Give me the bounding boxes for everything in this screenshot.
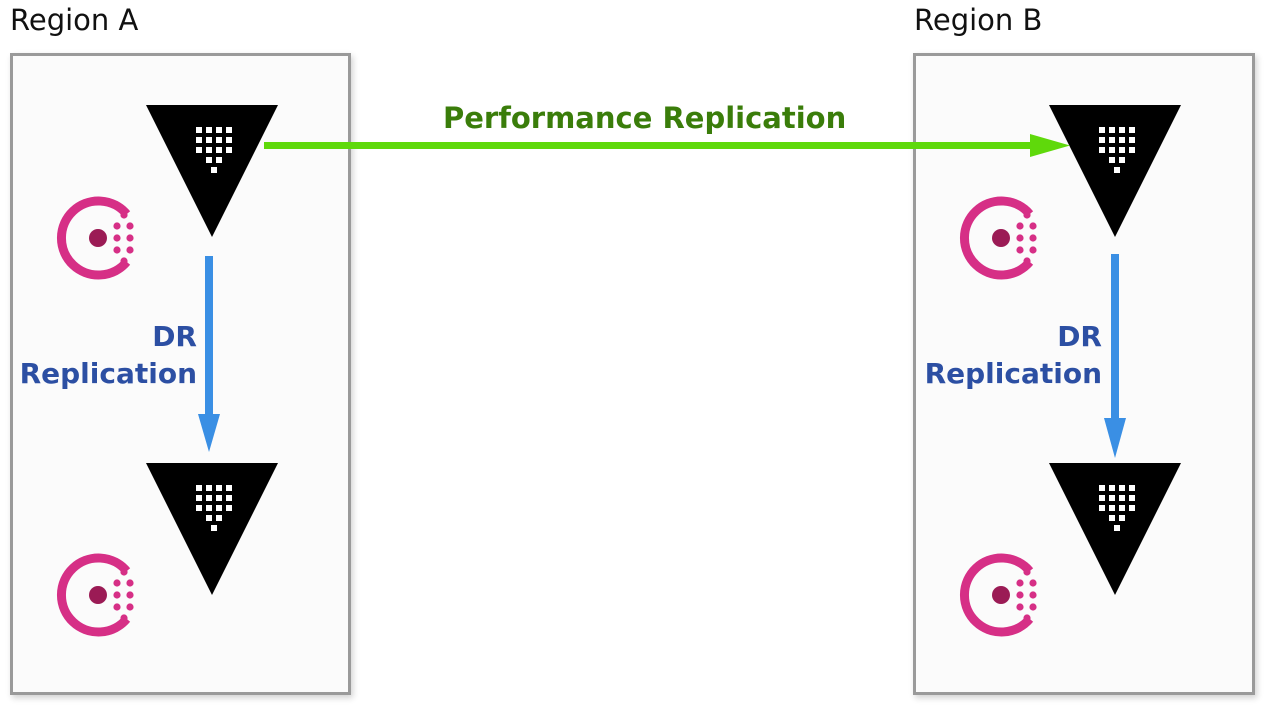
vault-icon (1049, 463, 1181, 595)
region-a-label: Region A (10, 3, 139, 37)
dr-label-line1: DR (1057, 320, 1102, 353)
dr-replication-arrow-b (1104, 254, 1126, 458)
performance-replication-label: Performance Replication (443, 101, 847, 135)
performance-replication-arrow (264, 134, 1070, 157)
vault-icon (146, 463, 278, 595)
consul-icon (964, 201, 1036, 275)
dr-label-line1: DR (152, 320, 197, 353)
dr-replication-arrow-a (198, 256, 220, 452)
dr-label-line2: Replication (19, 357, 197, 390)
vault-icon (146, 105, 278, 237)
dr-replication-label-b: DR Replication (912, 318, 1102, 392)
dr-label-line2: Replication (924, 357, 1102, 390)
vault-icon (1049, 105, 1181, 237)
dr-replication-label-a: DR Replication (7, 318, 197, 392)
region-b-label: Region B (914, 3, 1043, 37)
consul-icon (964, 558, 1036, 632)
consul-icon (61, 201, 133, 275)
consul-icon (61, 558, 133, 632)
